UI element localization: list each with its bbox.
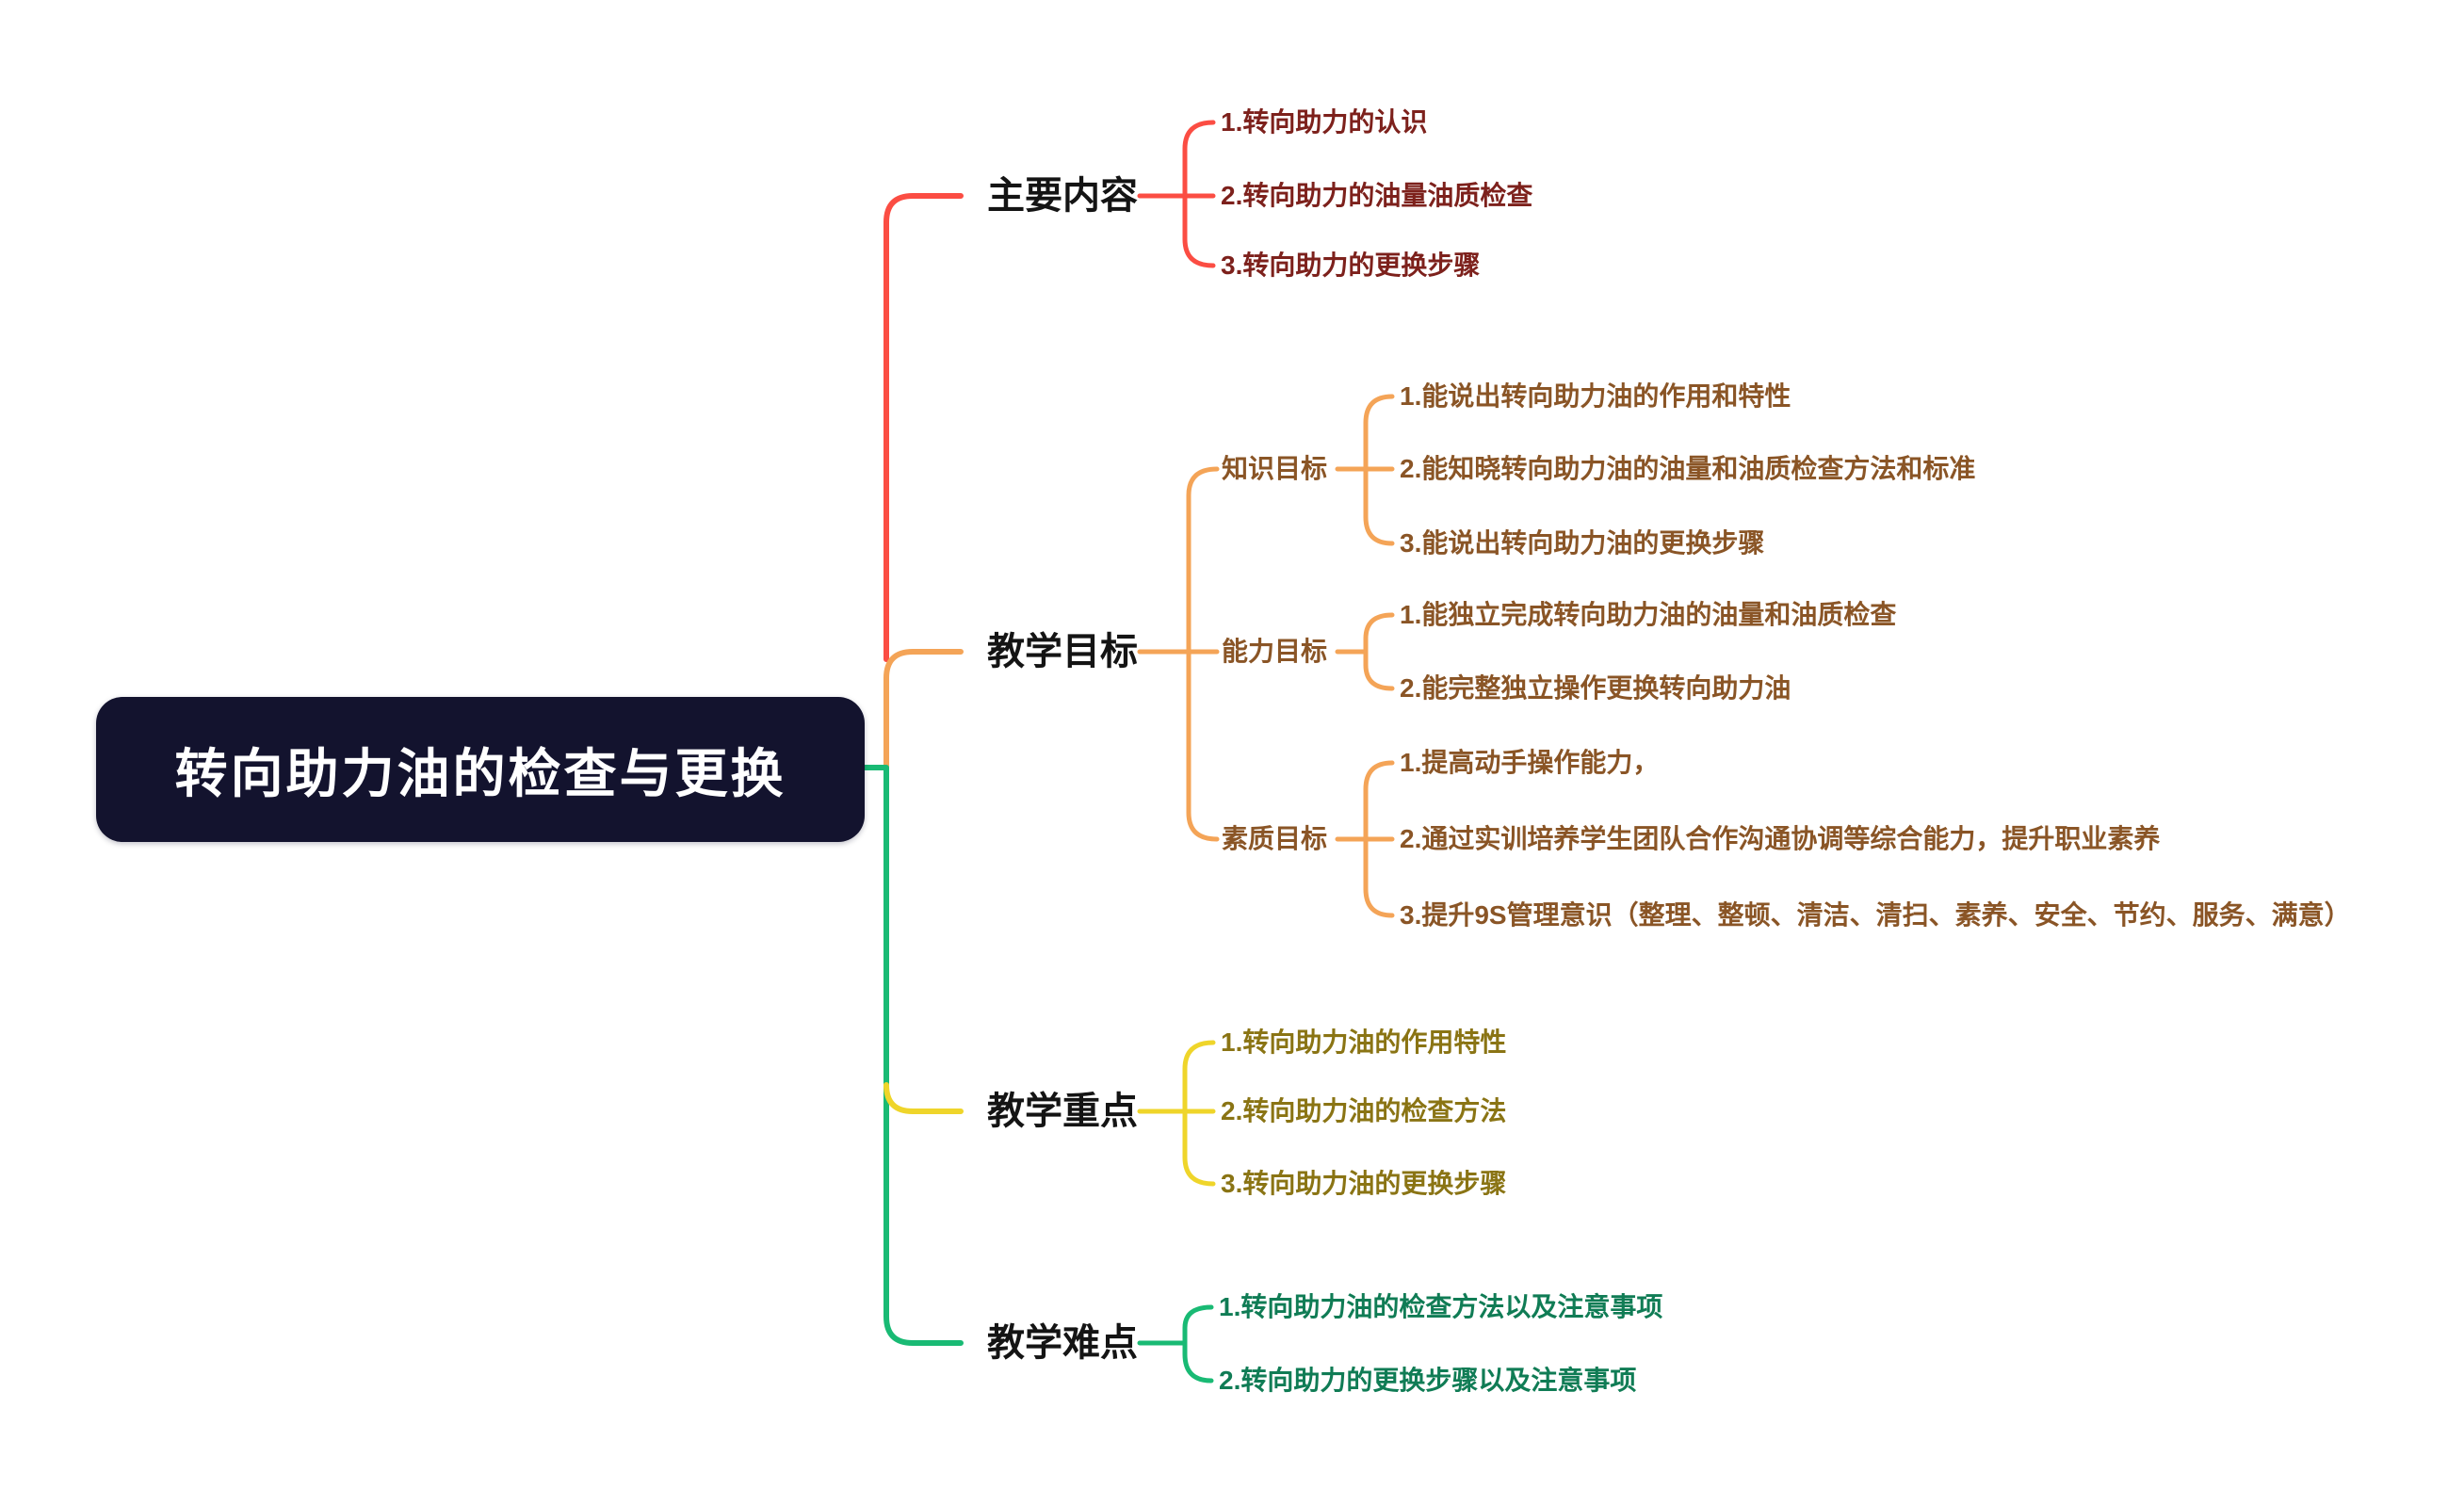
leaf-node[interactable]: 1.转向助力油的作用特性 <box>1221 1028 1507 1057</box>
branch-label-main-content[interactable]: 主要内容 <box>987 175 1138 217</box>
leaf-node[interactable]: 3.能说出转向助力油的更换步骤 <box>1400 528 1765 558</box>
branch-label-teaching-focus[interactable]: 教学重点 <box>987 1091 1138 1132</box>
branch-line-teaching-objectives <box>883 649 964 770</box>
bracket-teaching-focus <box>1137 1040 1216 1187</box>
leaf-node[interactable]: 2.转向助力油的检查方法 <box>1221 1096 1507 1125</box>
leaf-node[interactable]: 3.转向助力的更换步骤 <box>1221 251 1481 280</box>
bracket-ability-objectives <box>1335 612 1395 691</box>
leaf-node[interactable]: 1.转向助力油的检查方法以及注意事项 <box>1219 1292 1663 1321</box>
leaf-node[interactable]: 2.通过实训培养学生团队合作沟通协调等综合能力，提升职业素养 <box>1400 824 2161 853</box>
leaf-node[interactable]: 1.转向助力的认识 <box>1221 107 1428 137</box>
bracket-knowledge-objectives <box>1335 394 1395 546</box>
leaf-node[interactable]: 2.转向助力的油量油质检查 <box>1221 181 1533 210</box>
leaf-node[interactable]: 2.能完整独立操作更换转向助力油 <box>1400 673 1791 703</box>
bracket-main-content <box>1137 120 1216 268</box>
leaf-node[interactable]: 2.能知晓转向助力油的油量和油质检查方法和标准 <box>1400 454 1976 483</box>
bracket-teaching-difficulties <box>1137 1304 1214 1384</box>
branch-line-teaching-difficulties <box>860 765 964 1346</box>
bracket-teaching-objectives <box>1137 466 1220 842</box>
root-node[interactable]: 转向助力油的检查与更换 <box>96 697 865 842</box>
root-label: 转向助力油的检查与更换 <box>174 743 786 803</box>
bracket-quality-objectives <box>1335 760 1395 918</box>
leaf-node[interactable]: 1.能说出转向助力油的作用和特性 <box>1400 381 1791 411</box>
branch-label-teaching-objectives[interactable]: 教学目标 <box>987 631 1138 672</box>
leaf-node[interactable]: 1.提高动手操作能力， <box>1400 748 1660 777</box>
branch-line-main-content <box>883 193 964 662</box>
sublabel-quality-objectives[interactable]: 素质目标 <box>1222 824 1328 853</box>
branch-label-teaching-difficulties[interactable]: 教学难点 <box>987 1322 1138 1364</box>
branch-line-teaching-focus <box>883 1082 964 1114</box>
leaf-node[interactable]: 1.能独立完成转向助力油的油量和油质检查 <box>1400 600 1897 629</box>
sublabel-ability-objectives[interactable]: 能力目标 <box>1222 637 1328 666</box>
leaf-node[interactable]: 3.转向助力油的更换步骤 <box>1221 1169 1507 1198</box>
sublabel-knowledge-objectives[interactable]: 知识目标 <box>1222 454 1328 483</box>
leaf-node[interactable]: 2.转向助力的更换步骤以及注意事项 <box>1219 1366 1637 1395</box>
leaf-node[interactable]: 3.提升9S管理意识（整理、整顿、清洁、清扫、素养、安全、节约、服务、满意） <box>1400 900 2351 930</box>
